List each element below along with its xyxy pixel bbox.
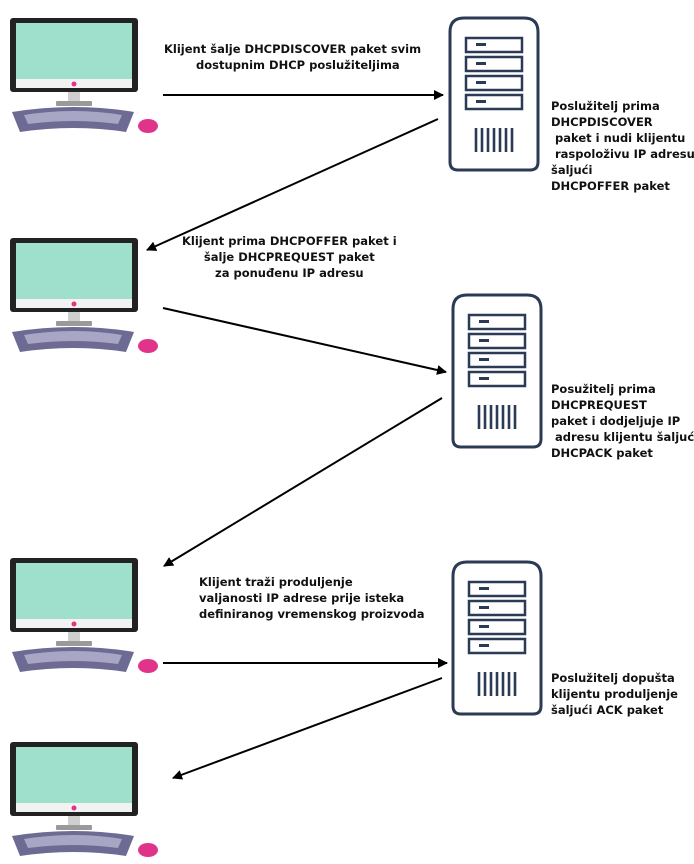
server-icon [451, 560, 543, 716]
client-computer-1 [8, 16, 158, 134]
arrow-renew-ack [172, 677, 443, 780]
label-server-renew-ack: Poslužitelj dopušta klijentu produljenje… [551, 671, 678, 717]
label-client-request: Klijent prima DHCPOFFER paket i šalje DH… [182, 234, 397, 280]
server-icon [451, 293, 543, 449]
label-server-offer: Poslužitelj prima DHCPDISCOVER paket i n… [551, 99, 694, 193]
arrow-request [162, 307, 447, 375]
server-3 [449, 556, 545, 718]
server-1 [446, 12, 542, 174]
server-2 [449, 289, 545, 451]
server-icon [448, 16, 540, 172]
client-computer-2 [8, 236, 158, 354]
label-server-ack: Posužitelj prima DHCPREQUEST paket i dod… [551, 382, 694, 460]
label-client-discover: Klijent šalje DHCPDISCOVER paket svim do… [164, 42, 422, 72]
computer-icon [10, 558, 158, 673]
label-client-renew: Klijent traži produljenje valjanosti IP … [199, 575, 425, 621]
client-computer-4 [8, 740, 158, 858]
arrow-ack [163, 397, 443, 567]
computer-icon [10, 18, 158, 133]
computer-icon [10, 238, 158, 353]
client-computer-3 [8, 556, 158, 674]
arrow-offer [146, 118, 439, 251]
computer-icon [10, 742, 158, 857]
